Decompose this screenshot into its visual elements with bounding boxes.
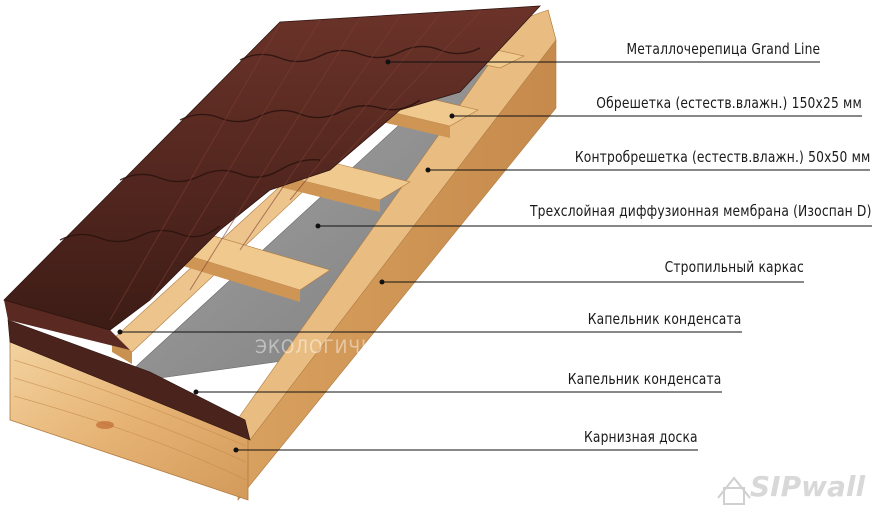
- sipwall-logo: SIPwall: [750, 470, 866, 503]
- label-rafters: Стропильный каркас: [664, 258, 804, 276]
- leader-dot-counter-battens: [425, 167, 431, 173]
- watermark-slogan: ЭКОЛОГИЧНОЕ МАЛОЭТАЖНОЕ СТРОИТЕЛЬСТВО: [255, 336, 730, 358]
- wood-knot: [96, 421, 114, 429]
- tile-ridges: [109, 11, 481, 321]
- label-metal-tile: Металлочерепица Grand Line: [626, 40, 820, 58]
- leader-dot-rafters: [379, 279, 385, 285]
- leader-dot-metal-tile: [385, 59, 391, 65]
- label-drip-edge-1: Капельник конденсата: [588, 310, 742, 328]
- leader-dot-battens: [449, 113, 455, 119]
- leader-dot-drip-edge-2: [193, 389, 199, 395]
- label-eaves-board: Карнизная доска: [584, 428, 698, 446]
- logo-house-icon: [717, 476, 751, 505]
- drip-edge-lower: [7, 319, 251, 441]
- drip-edge-upper: [4, 300, 130, 350]
- leader-dot-eaves-board: [233, 447, 239, 453]
- metal-tile-roof: [3, 5, 541, 331]
- leader-dot-drip-edge-1: [117, 329, 123, 335]
- leader-dot-membrane: [315, 223, 321, 229]
- wood-grain: [13, 359, 247, 481]
- label-membrane: Трехслойная диффузионная мембрана (Изосп…: [530, 202, 872, 220]
- label-battens: Обрешетка (естеств.влажн.) 150х25 мм: [596, 94, 862, 112]
- label-counter-battens: Контробрешетка (естеств.влажн.) 50х50 мм: [574, 148, 870, 166]
- leader-lines: [117, 59, 872, 453]
- label-drip-edge-2: Капельник конденсата: [568, 370, 722, 388]
